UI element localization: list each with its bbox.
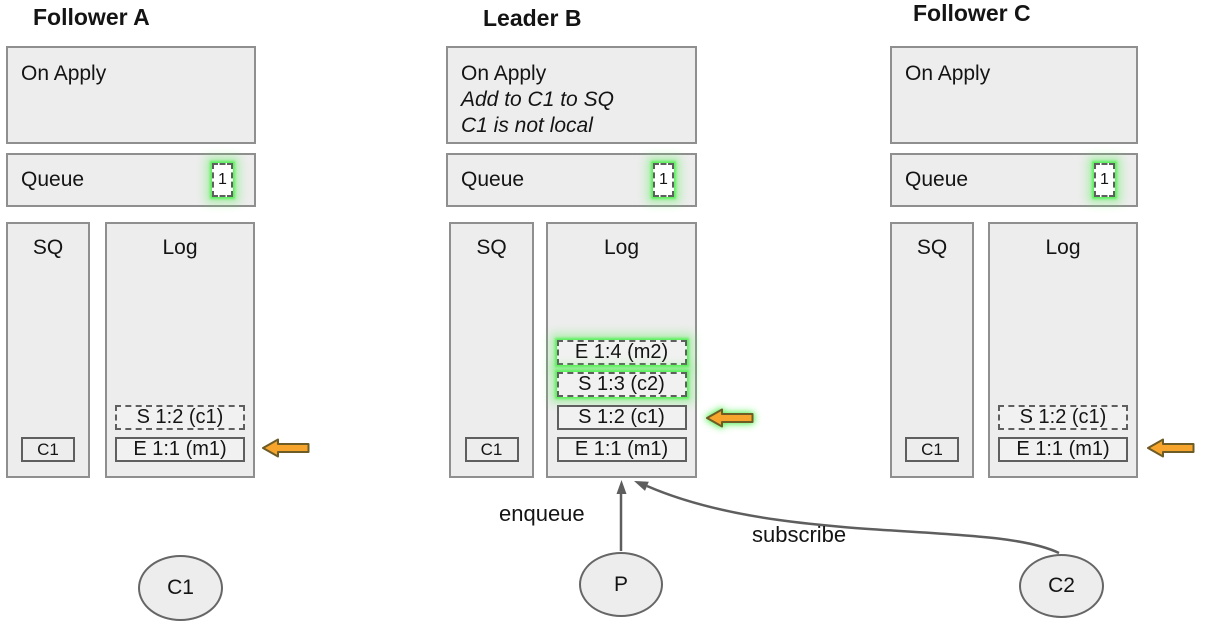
edge-label-enqueue: enqueue [499,501,585,526]
queue-label: Queue [905,168,969,191]
apply-pointer-arrow-icon [262,438,310,458]
log-box-a: Log S 1:2 (c1) E 1:1 (m1) [105,222,255,478]
on-apply-box-a: On Apply [6,46,256,144]
log-label: Log [1045,236,1081,259]
sq-box-a: SQ C1 [6,222,90,478]
actor-consumer1-circle: C1 [138,555,223,621]
log-label: Log [603,236,640,259]
log-entry: E 1:1 (m1) [115,437,245,462]
on-apply-note: Add to C1 to SQ [461,88,614,111]
queue-box-a: Queue 1 [6,153,256,207]
queue-label: Queue [461,168,525,191]
on-apply-label: On Apply [21,62,107,85]
log-entry: E 1:1 (m1) [556,437,687,462]
sq-label: SQ [916,236,948,259]
queue-box-c: Queue 1 [890,153,1138,207]
on-apply-label: On Apply [461,62,547,85]
edge-label-subscribe: subscribe [752,522,847,547]
on-apply-box-c: On Apply [890,46,1138,144]
sq-label: SQ [476,236,507,259]
log-entry: E 1:1 (m1) [998,437,1128,462]
log-entry: E 1:4 (m2) [556,340,687,365]
node-title-follower-c: Follower C [913,0,1031,26]
sq-item: C1 [905,437,959,462]
sq-label: SQ [32,236,64,259]
actor-producer-circle: P [579,552,663,617]
queue-count-badge: 1 [653,163,674,197]
on-apply-label: On Apply [905,62,991,85]
queue-count-badge: 1 [212,163,233,197]
log-box-c: Log S 1:2 (c1) E 1:1 (m1) [988,222,1138,478]
log-entry: S 1:3 (c2) [556,372,687,397]
subscribe-arrow-line [646,484,1060,555]
sq-box-c: SQ C1 [890,222,974,478]
on-apply-box-b: On Apply Add to C1 to SQ C1 is not local [446,46,697,144]
sq-item: C1 [464,437,519,462]
node-title-follower-a: Follower A [33,4,150,30]
sq-box-b: SQ C1 [449,222,534,478]
log-entry: S 1:2 (c1) [998,405,1128,430]
actor-consumer2-circle: C2 [1019,554,1104,618]
node-title-leader-b: Leader B [483,5,582,31]
subscribe-arrowhead-icon [634,481,649,491]
queue-count-badge: 1 [1094,163,1115,197]
log-entry: S 1:2 (c1) [115,405,245,430]
log-label: Log [162,236,198,259]
apply-pointer-arrow-icon [706,408,754,428]
queue-box-b: Queue 1 [446,153,697,207]
sq-item: C1 [21,437,75,462]
enqueue-arrowhead-icon [616,480,627,494]
queue-label: Queue [21,168,85,191]
apply-pointer-arrow-icon [1147,438,1195,458]
log-entry: S 1:2 (c1) [556,405,687,430]
log-box-b: Log E 1:4 (m2) S 1:3 (c2) S 1:2 (c1) E 1… [546,222,697,478]
on-apply-note: C1 is not local [461,114,593,137]
